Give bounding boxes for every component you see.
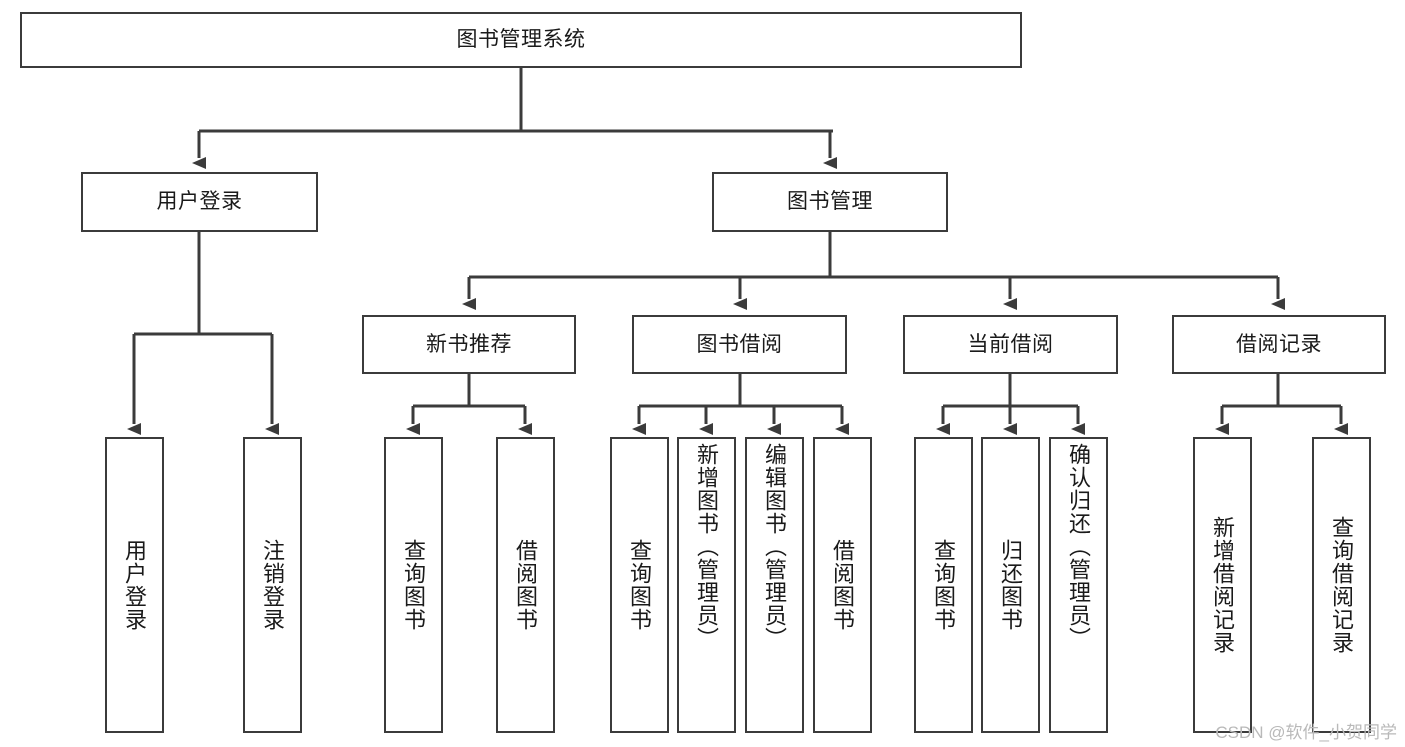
node-leaf-logout-login[interactable]: 注销登录	[243, 437, 302, 733]
node-leaf-query-book-3-label: 查询图书	[931, 539, 957, 631]
node-book-management-label: 图书管理	[787, 190, 873, 214]
node-leaf-query-book-1-label: 查询图书	[401, 539, 427, 631]
node-leaf-add-record-label: 新增借阅记录	[1210, 516, 1236, 654]
node-leaf-user-login[interactable]: 用户登录	[105, 437, 164, 733]
node-user-login-label: 用户登录	[156, 190, 243, 214]
node-leaf-add-record[interactable]: 新增借阅记录	[1193, 437, 1252, 733]
node-leaf-query-book-3[interactable]: 查询图书	[914, 437, 973, 733]
node-root[interactable]: 图书管理系统	[20, 12, 1022, 68]
node-leaf-add-book[interactable]: 新增图书（管理员）	[677, 437, 736, 733]
node-leaf-confirm-return[interactable]: 确认归还（管理员）	[1049, 437, 1108, 733]
node-user-login[interactable]: 用户登录	[81, 172, 318, 232]
node-root-label: 图书管理系统	[456, 28, 586, 52]
node-leaf-logout-login-label: 注销登录	[260, 539, 286, 631]
node-leaf-query-record-label: 查询借阅记录	[1329, 516, 1355, 654]
node-leaf-add-book-label: 新增图书（管理员）	[694, 443, 720, 650]
node-book-borrow-label: 图书借阅	[696, 332, 783, 356]
node-current-borrow-label: 当前借阅	[967, 332, 1054, 356]
node-book-borrow[interactable]: 图书借阅	[632, 315, 847, 374]
node-leaf-query-record[interactable]: 查询借阅记录	[1312, 437, 1371, 733]
node-leaf-edit-book[interactable]: 编辑图书（管理员）	[745, 437, 804, 733]
node-leaf-query-book-2-label: 查询图书	[627, 539, 653, 631]
node-new-book-recommend[interactable]: 新书推荐	[362, 315, 576, 374]
node-borrow-record-label: 借阅记录	[1236, 332, 1322, 356]
node-leaf-return-book-label: 归还图书	[998, 539, 1024, 631]
node-leaf-return-book[interactable]: 归还图书	[981, 437, 1040, 733]
node-new-book-recommend-label: 新书推荐	[426, 332, 512, 356]
node-book-management[interactable]: 图书管理	[712, 172, 948, 232]
node-borrow-record[interactable]: 借阅记录	[1172, 315, 1386, 374]
node-leaf-query-book-1[interactable]: 查询图书	[384, 437, 443, 733]
node-leaf-user-login-label: 用户登录	[122, 539, 148, 631]
node-current-borrow[interactable]: 当前借阅	[903, 315, 1118, 374]
node-leaf-borrow-book-2-label: 借阅图书	[830, 539, 856, 631]
node-leaf-edit-book-label: 编辑图书（管理员）	[762, 443, 788, 650]
node-leaf-borrow-book-1-label: 借阅图书	[513, 539, 539, 631]
node-leaf-borrow-book-1[interactable]: 借阅图书	[496, 437, 555, 733]
node-leaf-borrow-book-2[interactable]: 借阅图书	[813, 437, 872, 733]
csdn-watermark: CSDN @软件_小贺同学	[1215, 723, 1397, 742]
node-leaf-confirm-return-label: 确认归还（管理员）	[1066, 443, 1092, 650]
node-leaf-query-book-2[interactable]: 查询图书	[610, 437, 669, 733]
